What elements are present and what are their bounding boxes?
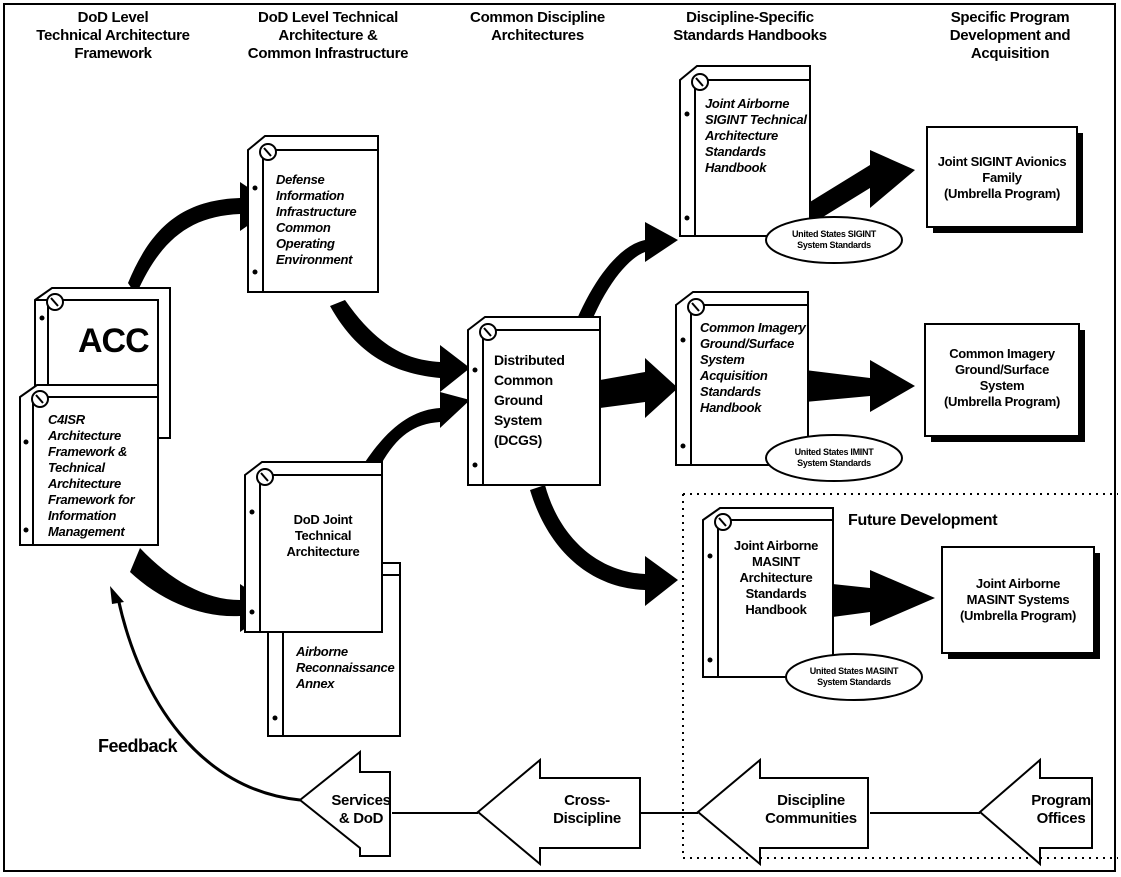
arrow-dii-to-dcgs <box>330 300 470 392</box>
arrow-acc-to-dii <box>128 182 276 295</box>
flow-arrow-offices <box>978 757 1093 867</box>
program-masint-label: Joint Airborne MASINT Systems (Umbrella … <box>960 576 1076 623</box>
program-sigint-label: Joint SIGINT Avionics Family (Umbrella P… <box>937 154 1067 201</box>
binder-dcgs-label: Distributed Common Ground System (DCGS) <box>494 352 565 448</box>
diagram-frame <box>3 3 1116 872</box>
oval-masint-label: United States MASINT System Standards <box>809 666 899 687</box>
header-specific-program: Specific Program Development and Acquisi… <box>949 9 1071 62</box>
flow-communities-label: Discipline Communities <box>765 792 857 827</box>
flow-arrow-services <box>298 749 391 857</box>
arrow-jta-to-dcgs <box>360 392 470 478</box>
flow-arrow-cross <box>476 757 641 867</box>
oval-sigint-label: United States SIGINT System Standards <box>791 229 876 250</box>
arrow-imint-to-program <box>805 360 915 412</box>
arrow-dcgs-to-masint <box>530 485 678 606</box>
header-discipline-specific: Discipline-Specific Standards Handbooks <box>673 9 827 44</box>
oval-sigint <box>765 216 903 264</box>
flow-cross-label: Cross- Discipline <box>553 792 621 827</box>
future-development-region <box>682 493 1118 859</box>
binder-imint <box>675 291 809 466</box>
binder-acc-label: ACC <box>78 322 150 360</box>
arrow-sigint-to-program <box>805 150 915 228</box>
program-box-masint <box>941 546 1100 659</box>
binder-sigint <box>679 65 811 237</box>
binder-masint-label: Joint Airborne MASINT Architecture Stand… <box>733 538 819 617</box>
binder-dii-label: Defense Information Infrastructure Commo… <box>276 172 357 267</box>
header-dod-level-framework: DoD Level Technical Architecture Framewo… <box>36 9 190 62</box>
binder-dcgs <box>467 316 601 486</box>
arrow-dcgs-to-imint <box>600 358 678 418</box>
future-development-label: Future Development <box>848 512 998 529</box>
arrow-c4isr-to-jta <box>130 548 276 632</box>
binder-dii <box>247 135 379 293</box>
binder-c4isr-label: C4ISR Architecture Framework & Technical… <box>48 412 135 539</box>
flow-offices-label: Program Offices <box>1031 792 1091 827</box>
program-box-sigint <box>926 126 1083 233</box>
oval-imint <box>765 434 903 482</box>
feedback-label: Feedback <box>98 736 178 756</box>
binder-sigint-label: Joint Airborne SIGINT Technical Architec… <box>705 96 807 175</box>
binder-airborne-label: Airborne Reconnaissance Annex <box>296 644 395 691</box>
oval-imint-label: United States IMINT System Standards <box>794 447 874 468</box>
header-dod-technical-architecture: DoD Level Technical Architecture & Commo… <box>247 9 409 62</box>
header-common-discipline: Common Discipline Architectures <box>470 9 605 44</box>
program-box-imint <box>924 323 1085 442</box>
flow-arrow-communities <box>696 757 869 867</box>
binder-jta-label: DoD Joint Technical Architecture <box>286 512 360 559</box>
arrow-dcgs-to-sigint <box>568 222 678 348</box>
flow-services-label: Services & DoD <box>331 792 391 827</box>
binder-c4isr <box>19 384 159 546</box>
oval-masint <box>785 653 923 701</box>
program-imint-label: Common Imagery Ground/Surface System (Um… <box>944 346 1060 409</box>
binder-imint-label: Common Imagery Ground/Surface System Acq… <box>700 320 806 415</box>
arrow-feedback <box>116 597 301 802</box>
binder-masint <box>702 507 834 678</box>
binder-jta <box>244 461 383 633</box>
